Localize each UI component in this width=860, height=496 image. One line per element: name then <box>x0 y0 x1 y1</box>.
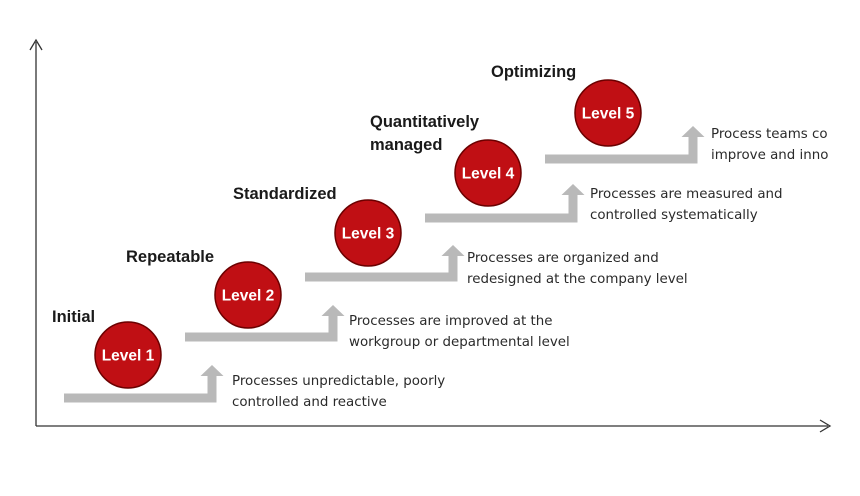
level-title: Optimizing <box>491 63 576 81</box>
step-arrow <box>64 365 224 403</box>
level-description: controlled and reactive <box>232 395 387 410</box>
level-badge-label: Level 5 <box>582 106 635 123</box>
level-description: workgroup or departmental level <box>349 335 570 350</box>
step-arrow <box>545 126 705 164</box>
level-badge-circle <box>334 199 402 267</box>
level-description: Processes are measured and <box>590 187 783 202</box>
y-axis-arrowhead-icon <box>29 38 43 51</box>
level-title: Standardized <box>233 185 337 203</box>
level-description: Processes unpredictable, poorly <box>232 374 445 389</box>
step-arrow <box>305 245 465 282</box>
level-description: controlled systematically <box>590 208 758 223</box>
level-badge-label: Level 3 <box>342 226 395 243</box>
axes <box>29 38 832 433</box>
step-arrow <box>185 305 345 342</box>
level-badge-label: Level 2 <box>222 288 275 305</box>
x-axis-arrowhead-icon <box>819 419 832 433</box>
level-badge-circle <box>94 321 162 389</box>
level-title: Repeatable <box>126 248 214 266</box>
level-badge-circle <box>454 139 522 207</box>
level-description: Processes are improved at the <box>349 314 552 329</box>
level-title: Initial <box>52 308 95 326</box>
level-badge-circle <box>574 79 642 147</box>
step-arrow <box>425 184 585 223</box>
level-description: Processes are organized and <box>467 251 659 266</box>
level-badge-circle <box>214 261 282 329</box>
level-description: Process teams co <box>711 127 828 142</box>
level-badge-label: Level 1 <box>102 348 155 365</box>
level-title: Quantitatively <box>370 113 480 131</box>
level-title: managed <box>370 136 442 154</box>
level-description: redesigned at the company level <box>467 272 688 287</box>
level-description: improve and inno <box>711 148 828 163</box>
level-badge-label: Level 4 <box>462 166 515 183</box>
